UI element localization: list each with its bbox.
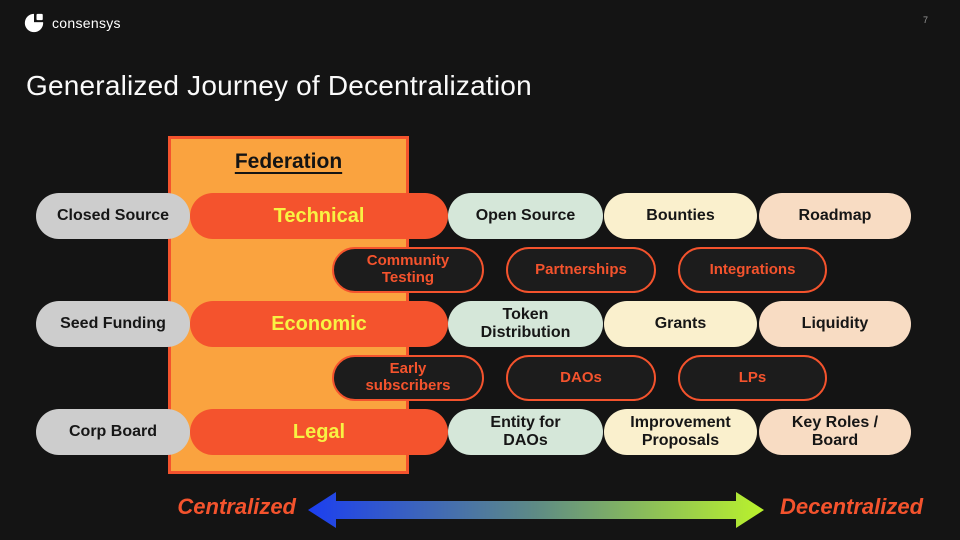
consensys-logo-icon — [24, 13, 44, 33]
pill-community-testing: Community Testing — [332, 247, 484, 293]
decentralization-axis-arrow-icon — [308, 492, 764, 528]
axis-label-centralized: Centralized — [177, 494, 296, 519]
pill-entity-for-daos: Entity for DAOs — [448, 409, 603, 455]
pill-integrations: Integrations — [678, 247, 827, 293]
pill-corp-board: Corp Board — [36, 409, 190, 455]
consensys-logo: consensys — [24, 13, 121, 33]
pill-economic: Economic — [190, 301, 448, 347]
pill-seed-funding: Seed Funding — [36, 301, 190, 347]
pill-open-source: Open Source — [448, 193, 603, 239]
federation-label: Federation — [234, 150, 343, 173]
pill-improvement-proposals: Improvement Proposals — [604, 409, 757, 455]
pill-liquidity: Liquidity — [759, 301, 911, 347]
axis-label-decentralized: Decentralized — [780, 494, 924, 519]
pill-grants: Grants — [604, 301, 757, 347]
pill-technical: Technical — [190, 193, 448, 239]
pill-key-roles-board: Key Roles / Board — [759, 409, 911, 455]
pill-partnerships: Partnerships — [506, 247, 656, 293]
pill-daos: DAOs — [506, 355, 656, 401]
pill-bounties: Bounties — [604, 193, 757, 239]
pill-early-subscribers: Early subscribers — [332, 355, 484, 401]
page-number: 7 — [922, 15, 928, 25]
pill-roadmap: Roadmap — [759, 193, 911, 239]
pill-lps: LPs — [678, 355, 827, 401]
pill-closed-source: Closed Source — [36, 193, 190, 239]
slide-title: Generalized Journey of Decentralization — [26, 70, 532, 101]
pill-legal: Legal — [190, 409, 448, 455]
pill-token-distribution: Token Distribution — [448, 301, 603, 347]
brand-name: consensys — [52, 15, 121, 31]
